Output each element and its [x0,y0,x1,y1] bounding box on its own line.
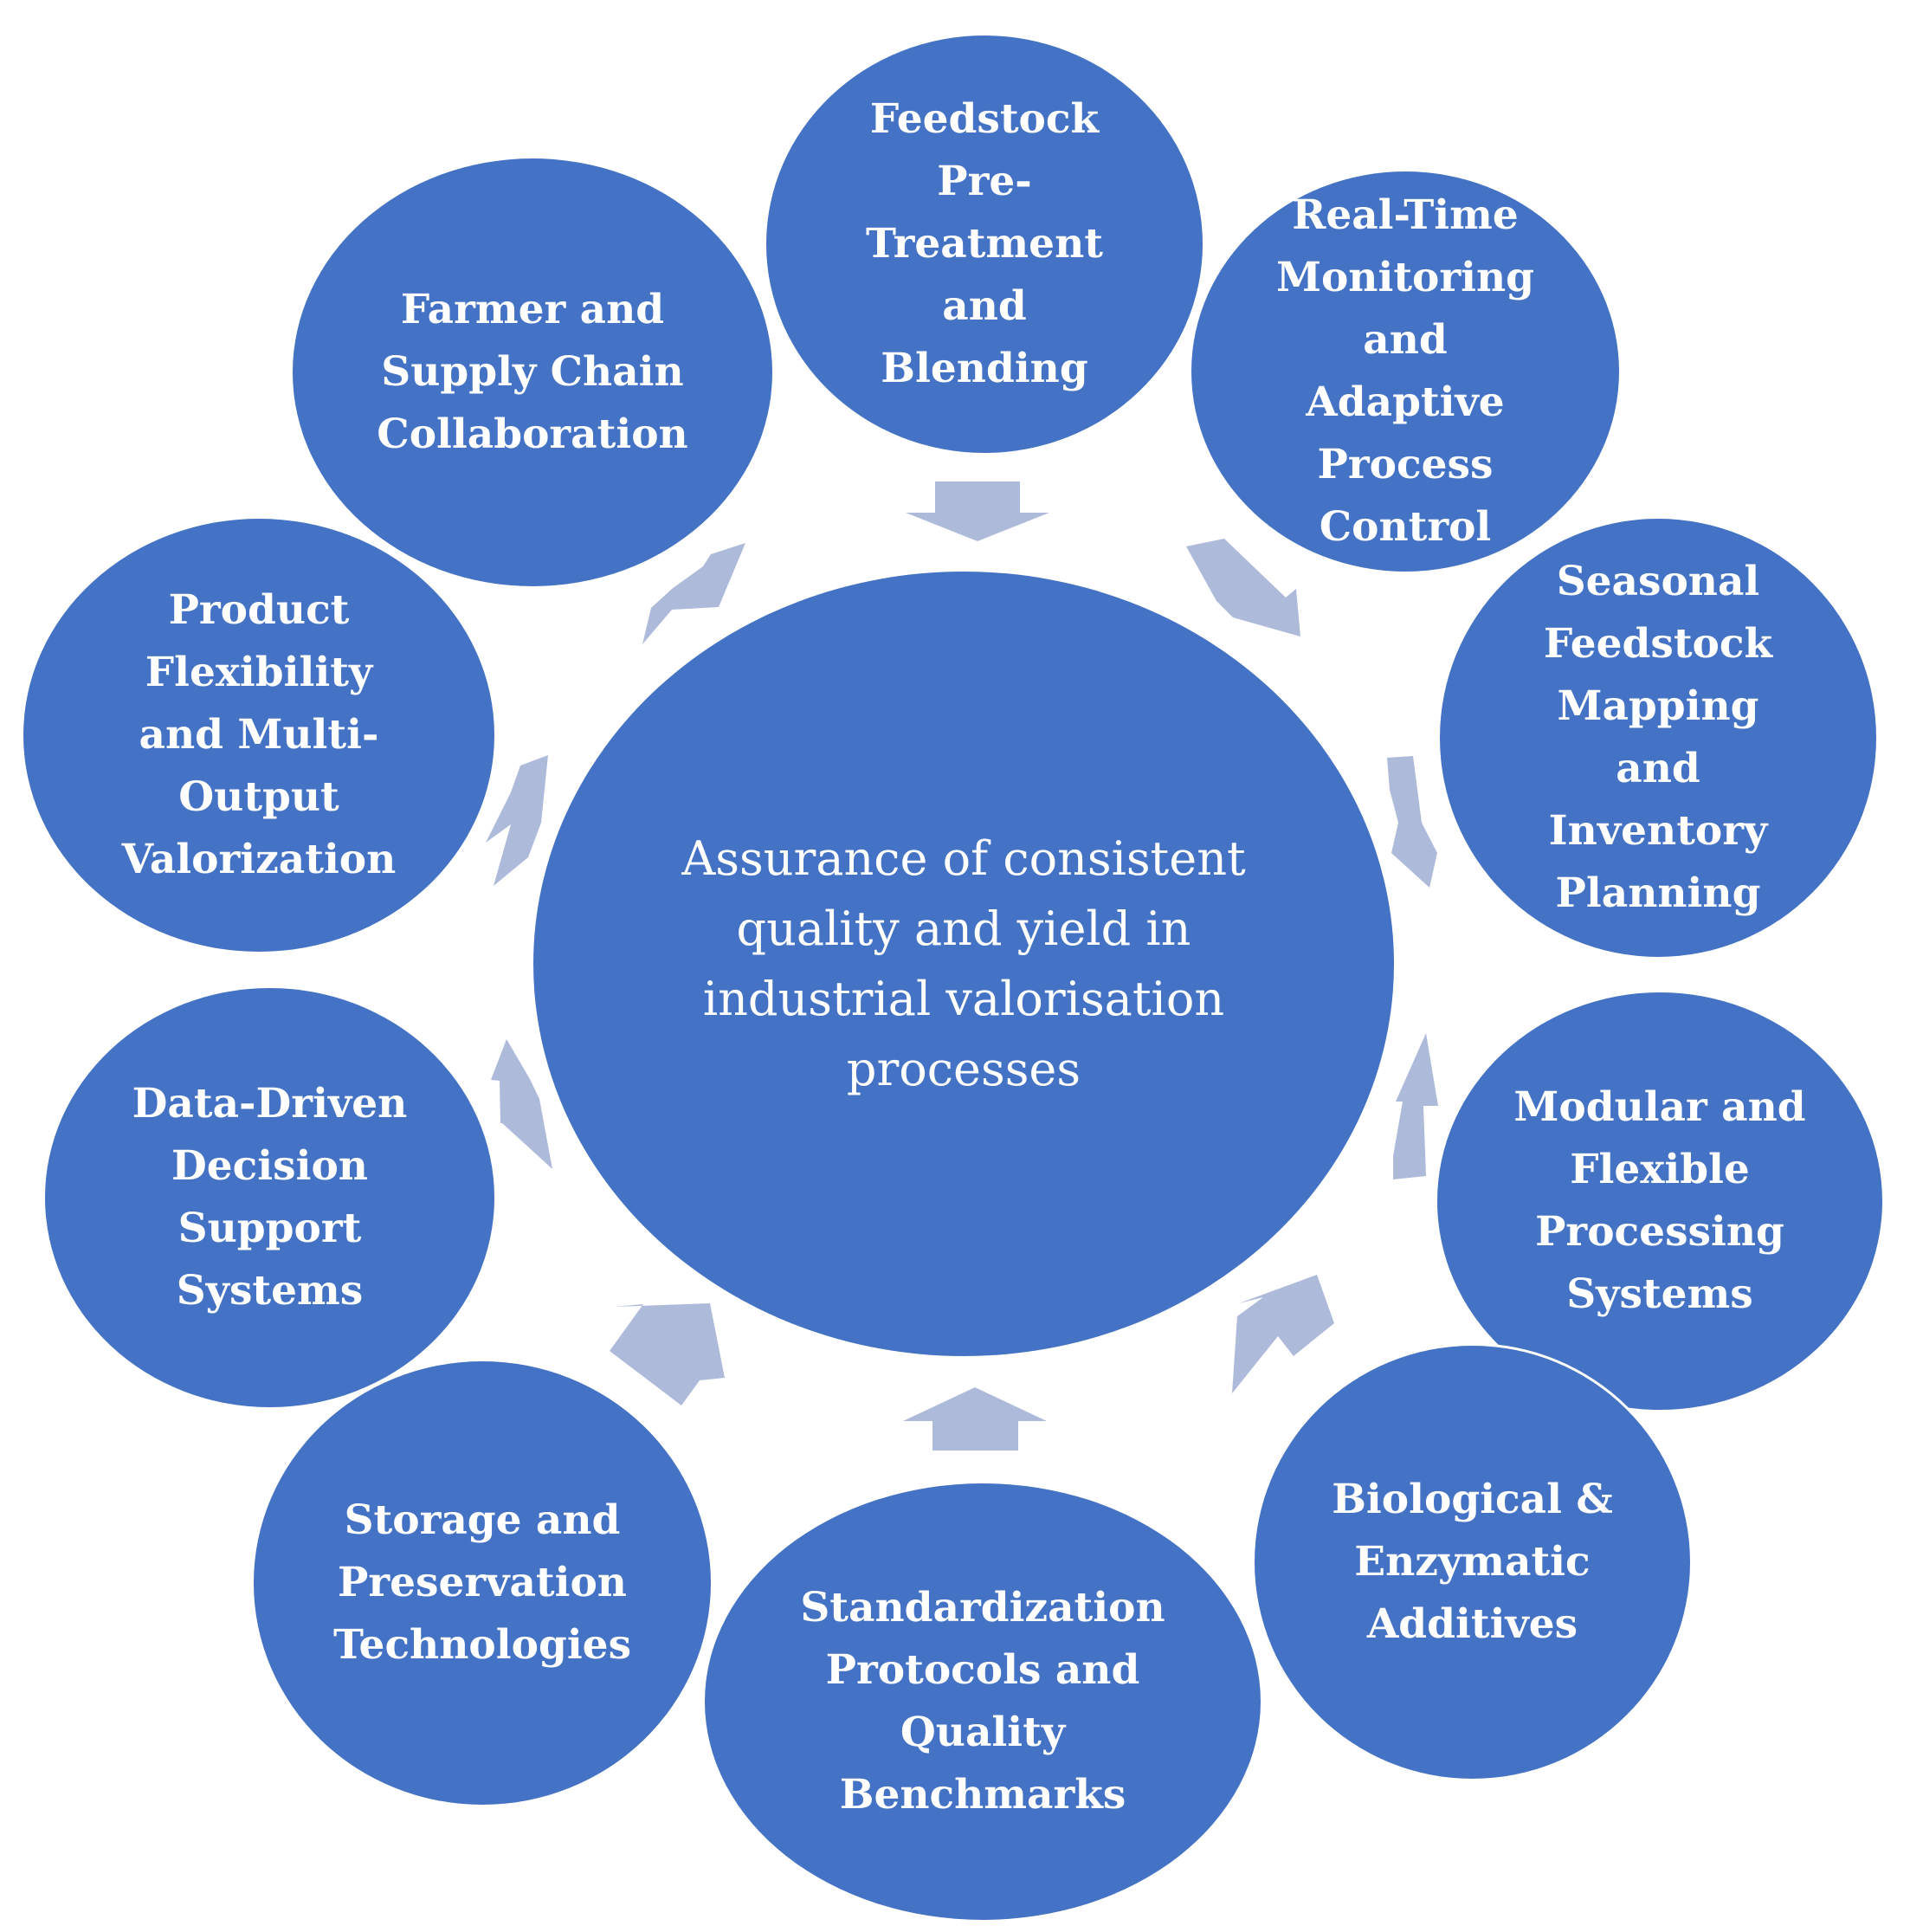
arrow-shape [1186,539,1300,636]
arrow-shape [642,543,745,644]
node-label: Seasonal Feedstock Mapping and Inventory… [1543,558,1773,917]
arrow-from-modular-flexible-processing [1393,1033,1438,1179]
arrow-shape [491,1039,552,1169]
arrow-shape [1232,1275,1334,1393]
node-feedstock-pretreatment: Feedstock Pre- Treatment and Blending [764,33,1205,456]
arrow-from-seasonal-feedstock-mapping [1387,756,1437,888]
node-data-driven-decision-support: Data-Driven Decision Support Systems [42,985,497,1410]
node-seasonal-feedstock-mapping: Seasonal Feedstock Mapping and Inventory… [1437,516,1879,960]
arrow-shape [1393,1033,1438,1179]
node-storage-preservation: Storage and Preservation Technologies [251,1359,713,1807]
arrow-from-biological-enzymatic-additives [1232,1275,1334,1393]
node-product-flexibility: Product Flexibility and Multi- Output Va… [21,516,497,954]
node-modular-flexible-processing: Modular and Flexible Processing Systems [1435,990,1885,1412]
node-label: Storage and Preservation Technologies [332,1496,632,1669]
arrow-from-standardization-protocols [903,1387,1047,1451]
arrow-from-feedstock-pretreatment [906,481,1049,541]
arrow-shape [903,1387,1047,1451]
arrow-shape [906,481,1049,541]
arrow-from-farmer-supply-chain [642,543,745,644]
node-label: Product Flexibility and Multi- Output Va… [121,586,397,883]
node-label: Modular and Flexible Processing Systems [1513,1083,1806,1318]
node-farmer-supply-chain: Farmer and Supply Chain Collaboration [290,156,775,589]
arrow-from-storage-preservation [610,1303,725,1405]
node-standardization-protocols: Standardization Protocols and Quality Be… [702,1481,1263,1922]
arrow-from-product-flexibility [486,755,548,886]
node-label: Biological & Enzymatic Additives [1332,1476,1613,1648]
center-goal-label: Assurance of consistent quality and yiel… [681,831,1246,1096]
arrow-shape [1387,756,1437,888]
node-label: Real-Time Monitoring and Adaptive Proces… [1275,191,1535,551]
node-label: Data-Driven Decision Support Systems [132,1080,408,1315]
node-label: Standardization Protocols and Quality Be… [800,1584,1165,1819]
node-real-time-monitoring: Real-Time Monitoring and Adaptive Proces… [1189,169,1622,574]
arrow-from-real-time-monitoring [1186,539,1300,636]
node-label: Feedstock Pre- Treatment and Blending [866,95,1103,392]
arrow-shape [486,755,548,886]
center-goal: Assurance of consistent quality and yiel… [531,569,1397,1359]
arrow-from-data-driven-decision-support [491,1039,552,1169]
node-label: Farmer and Supply Chain Collaboration [377,286,688,458]
arrow-shape [610,1303,725,1405]
node-biological-enzymatic-additives: Biological & Enzymatic Additives [1252,1343,1693,1781]
